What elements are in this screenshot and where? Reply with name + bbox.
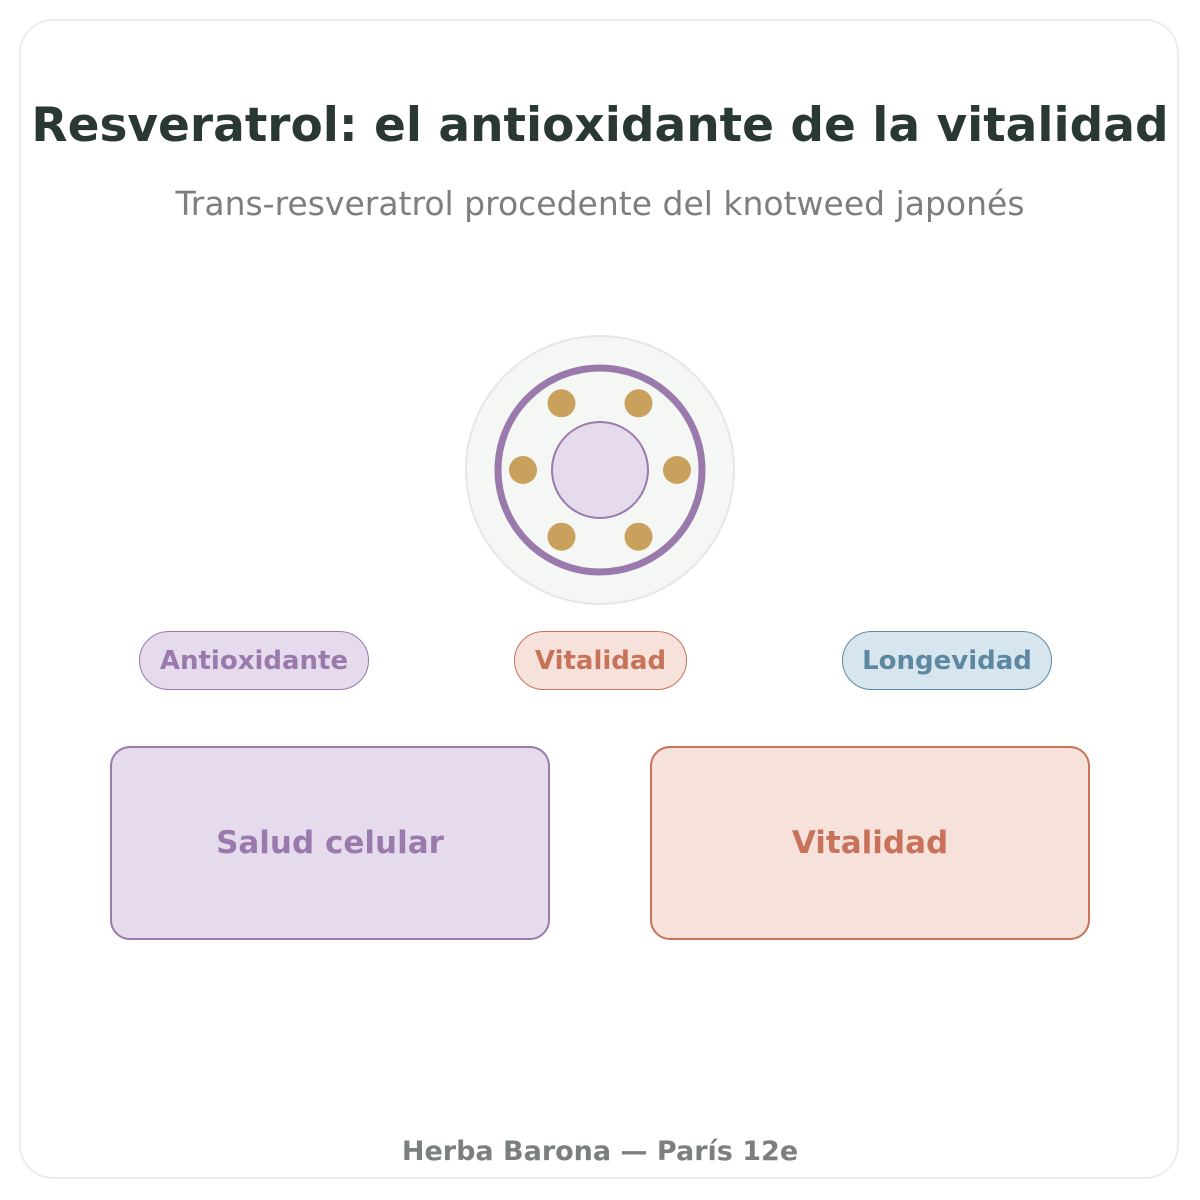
tag-longevidad: Longevidad (842, 631, 1052, 690)
benefit-box-vitalidad: Vitalidad (650, 746, 1090, 940)
emblem-dot (663, 456, 691, 484)
benefit-label: Vitalidad (791, 825, 949, 861)
emblem-dots (509, 389, 691, 551)
page-title: Resveratrol: el antioxidante de la vital… (31, 98, 1169, 153)
tag-antioxidante: Antioxidante (139, 631, 369, 690)
emblem-dot (509, 456, 537, 484)
emblem-dot (547, 522, 576, 551)
emblem-dot (624, 389, 653, 418)
footer-credit: Herba Barona — París 12e (401, 1136, 799, 1167)
benefit-box-salud-celular: Salud celular (110, 746, 550, 940)
molecule-ring-icon (465, 335, 735, 605)
page-subtitle: Trans-resveratrol procedente del knotwee… (175, 184, 1025, 223)
tag-vitalidad: Vitalidad (514, 631, 687, 690)
benefit-label: Salud celular (216, 825, 444, 861)
emblem-ring (494, 364, 706, 576)
emblem-dot (624, 522, 653, 551)
emblem-core (551, 421, 649, 519)
emblem-dot (547, 389, 576, 418)
